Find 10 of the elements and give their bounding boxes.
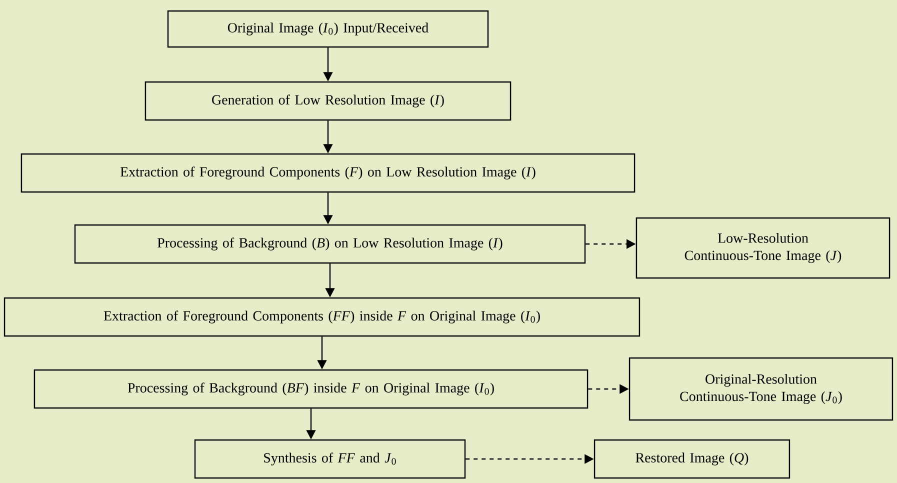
process-box: Synthesis of FF and J$_{0}$: [194, 439, 466, 479]
process-box: Processing of Background (B) on Low Resolution Image (I): [74, 224, 586, 264]
output-box: Restored Image (Q): [594, 439, 790, 479]
output-box: Low-Resolution Continuous-Tone Image (J): [636, 217, 890, 279]
process-box: Generation of Low Resolution Image (I): [144, 81, 512, 121]
process-box: Original Image (I$_{0}$) Input/Received: [167, 10, 489, 48]
output-box: Original-Resolution Continuous-Tone Image (J$_{0}$): [628, 357, 894, 421]
process-box: Extraction of Foreground Components (F) on Low Resolution Image (I): [20, 153, 636, 193]
process-box: Processing of Background (BF) inside F on Original Image (I$_{0}$): [34, 369, 588, 409]
process-box: Extraction of Foreground Components (FF) inside F on Original Image (I$_{0}$): [4, 297, 640, 337]
